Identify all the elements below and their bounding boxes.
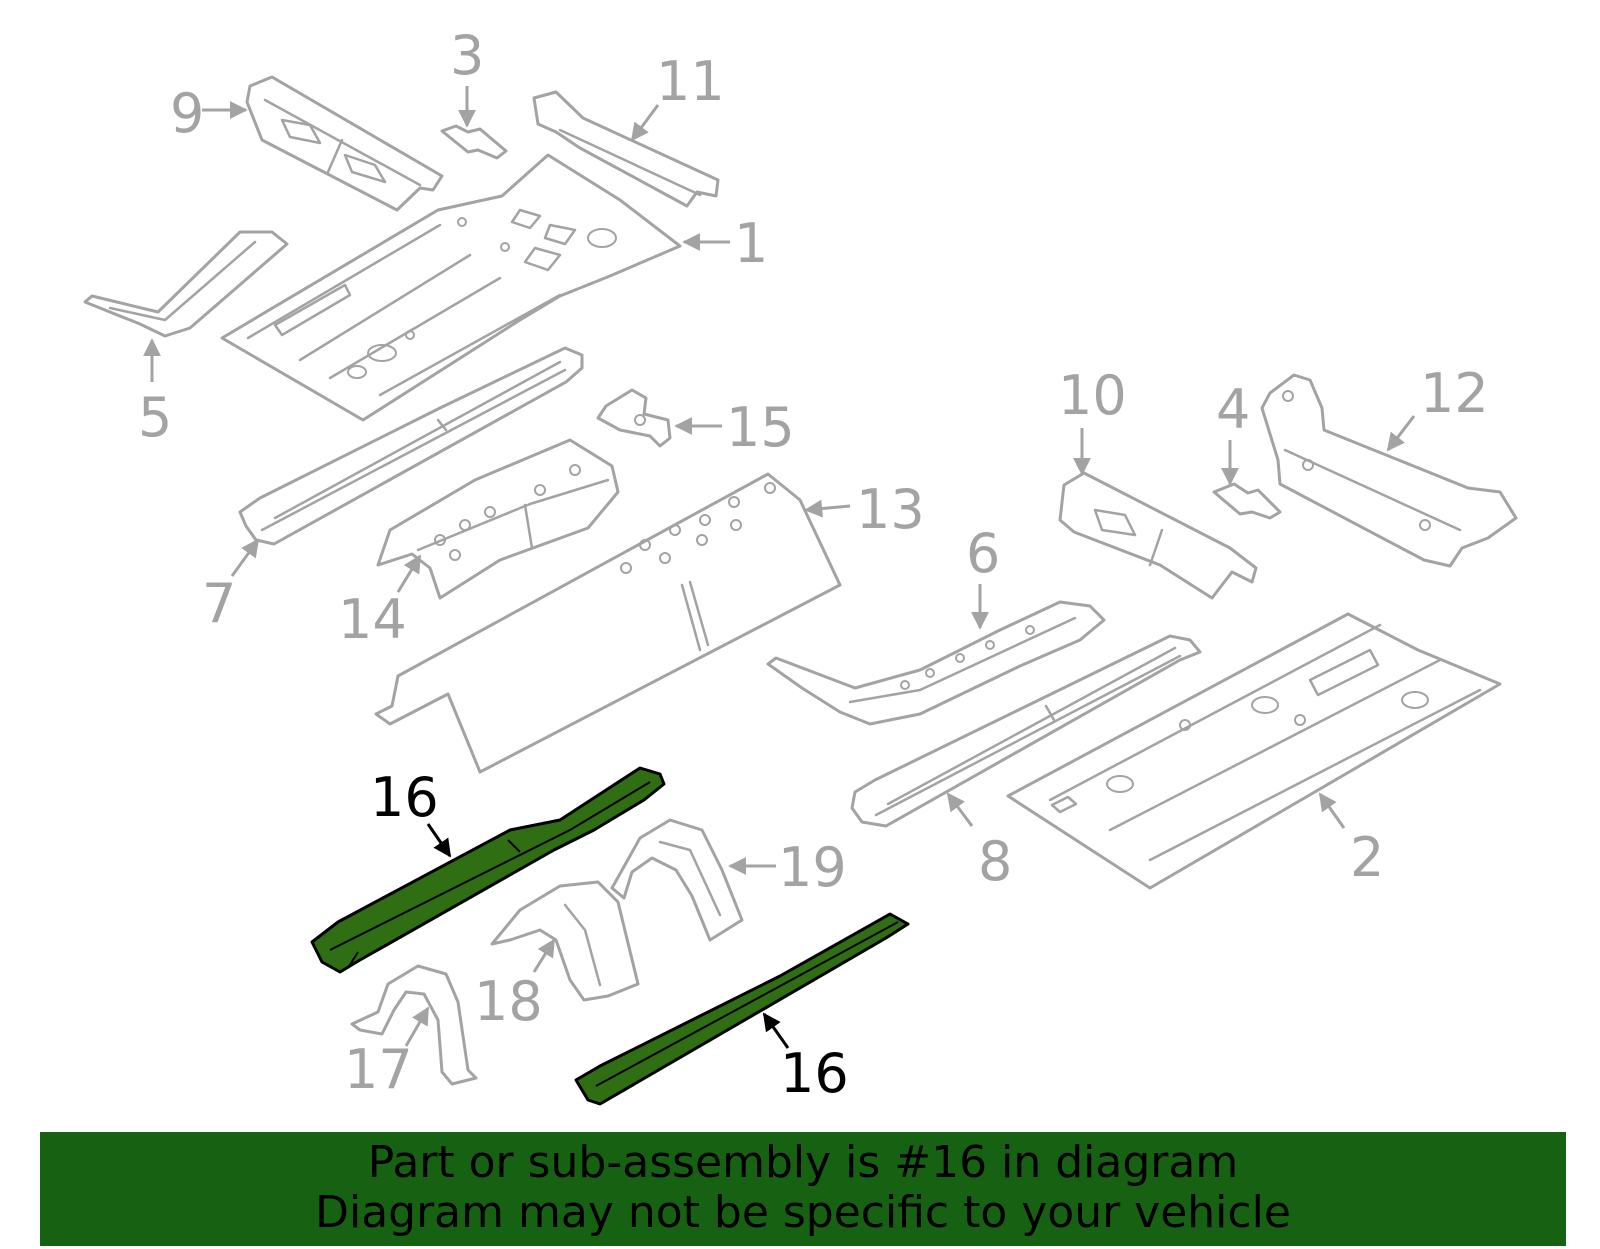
callout-18: 18 (474, 970, 543, 1033)
part-17-bracket (350, 964, 478, 1086)
callout-2: 2 (1350, 826, 1384, 889)
banner-line-part: Part or sub-assembly is #16 in diagram (367, 1137, 1239, 1188)
callout-5: 5 (138, 386, 172, 449)
part-19-bracket (610, 818, 744, 942)
callout-15: 15 (726, 396, 795, 459)
callout-16-lower: 16 (780, 1042, 849, 1105)
banner-line-disclaimer: Diagram may not be specific to your vehi… (315, 1187, 1291, 1238)
callout-13: 13 (856, 478, 925, 541)
part-7-sill (238, 346, 584, 546)
callout-6: 6 (966, 522, 1000, 585)
part-6-rail (766, 600, 1106, 726)
info-banner: Part or sub-assembly is #16 in diagram D… (40, 1132, 1566, 1246)
callout-8: 8 (978, 830, 1012, 893)
callout-10: 10 (1058, 364, 1127, 427)
part-18-bracket (490, 880, 640, 1002)
leader-lines (143, 86, 1416, 1049)
part-16-rocker-upper (310, 766, 666, 974)
callout-12: 12 (1420, 362, 1489, 425)
part-4-plate (1212, 482, 1282, 520)
part-2-floor-pan (1006, 612, 1502, 890)
callout-14: 14 (338, 588, 407, 651)
callout-9: 9 (170, 82, 204, 145)
part-13-panel (374, 472, 842, 774)
part-9-bracket (245, 75, 444, 212)
part-3-plate (440, 124, 508, 160)
callout-11: 11 (656, 50, 725, 113)
part-8-sill (850, 634, 1202, 828)
callout-4: 4 (1216, 378, 1250, 441)
part-5-rail (83, 230, 289, 338)
part-1-floor-pan (220, 153, 682, 422)
callout-17: 17 (344, 1038, 413, 1101)
part-15-bracket (596, 388, 672, 448)
callout-19: 19 (778, 836, 847, 899)
callout-7: 7 (202, 572, 236, 635)
part-11-rail (532, 90, 720, 208)
part-16-rocker-lower (574, 912, 910, 1106)
callout-1: 1 (734, 212, 768, 275)
part-12-rail (1260, 373, 1518, 568)
callout-16-upper: 16 (370, 766, 439, 829)
part-10-bracket (1058, 471, 1258, 600)
callout-3: 3 (450, 24, 484, 87)
